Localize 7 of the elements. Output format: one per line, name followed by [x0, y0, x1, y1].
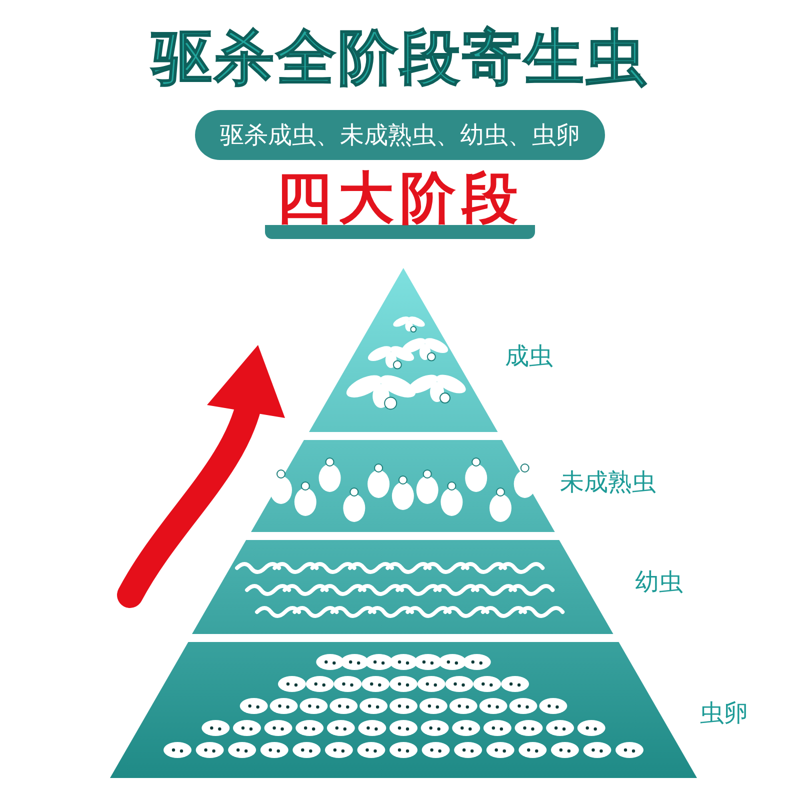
- stage-label: 未成熟虫: [560, 467, 656, 498]
- stage-label: 成虫: [504, 341, 553, 372]
- title: 驱杀全阶段寄生虫: [150, 22, 649, 94]
- stage-label: 幼虫: [634, 567, 683, 598]
- subtitle-pill: 驱杀成虫、未成熟虫、幼虫、虫卵: [195, 110, 605, 160]
- heading: 四大阶段: [265, 168, 535, 239]
- stage-label: 虫卵: [700, 698, 748, 729]
